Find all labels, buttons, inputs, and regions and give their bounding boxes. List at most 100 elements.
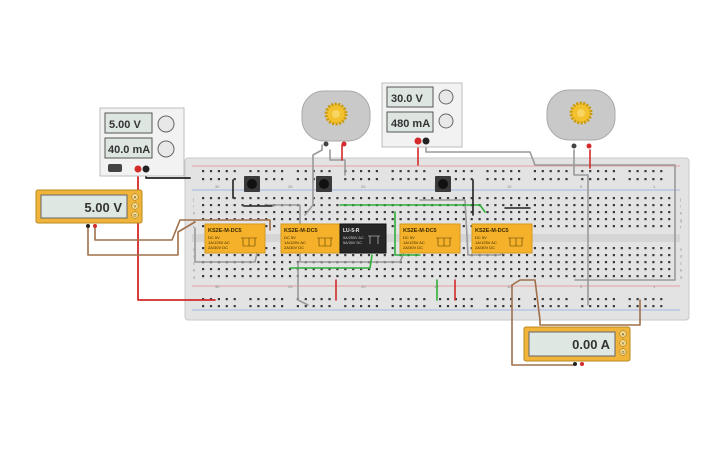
breadboard-hole[interactable] [604,178,608,181]
breadboard-hole[interactable] [217,211,220,214]
breadboard-hole[interactable] [597,211,600,214]
breadboard-hole[interactable] [612,254,615,257]
breadboard-hole[interactable] [304,254,307,257]
breadboard-hole[interactable] [249,170,252,173]
breadboard-hole[interactable] [612,298,615,301]
breadboard-hole[interactable] [281,261,284,264]
breadboard-hole[interactable] [360,254,363,257]
breadboard-hole[interactable] [620,254,623,257]
breadboard-hole[interactable] [644,211,647,214]
breadboard-hole[interactable] [597,261,600,264]
breadboard-hole[interactable] [233,204,236,207]
breadboard-hole[interactable] [612,178,615,181]
breadboard-hole[interactable] [360,275,363,278]
breadboard-hole[interactable] [652,254,655,257]
breadboard-hole[interactable] [257,305,260,308]
breadboard-hole[interactable] [494,178,497,181]
breadboard-hole[interactable] [288,268,292,271]
breadboard-hole[interactable] [288,254,292,257]
breadboard-hole[interactable] [541,305,544,308]
breadboard-hole[interactable] [660,268,663,271]
breadboard-hole[interactable] [636,218,639,221]
breadboard-hole[interactable] [273,211,276,214]
breadboard-hole[interactable] [604,254,608,257]
breadboard-hole[interactable] [589,218,592,221]
wire-gray-psu-right[interactable] [425,144,676,281]
breadboard-hole[interactable] [549,170,552,173]
breadboard-hole[interactable] [399,275,402,278]
breadboard-hole[interactable] [628,178,631,181]
breadboard-hole[interactable] [423,178,426,181]
breadboard-hole[interactable] [636,275,639,278]
breadboard-hole[interactable] [367,178,371,181]
breadboard-hole[interactable] [344,178,347,181]
breadboard-hole[interactable] [525,254,529,257]
breadboard-hole[interactable] [668,247,671,250]
breadboard-hole[interactable] [644,261,647,264]
breadboard-hole[interactable] [549,247,552,250]
breadboard-hole[interactable] [581,275,584,278]
wire-brown-voltmeter-a[interactable] [87,221,196,256]
breadboard-hole[interactable] [352,305,355,308]
breadboard-hole[interactable] [620,268,623,271]
breadboard-hole[interactable] [439,254,442,257]
breadboard-hole[interactable] [478,211,481,214]
breadboard-hole[interactable] [257,268,260,271]
breadboard-hole[interactable] [375,254,378,257]
breadboard-hole[interactable] [233,211,236,214]
breadboard-hole[interactable] [636,305,639,308]
breadboard-hole[interactable] [533,254,536,257]
breadboard-hole[interactable] [265,170,268,173]
breadboard-hole[interactable] [565,170,568,173]
breadboard-hole[interactable] [209,204,213,207]
breadboard-hole[interactable] [423,218,426,221]
breadboard-hole[interactable] [257,298,260,301]
breadboard-hole[interactable] [612,261,615,264]
wire-gray-relay-loop-2[interactable] [264,204,406,263]
breadboard-hole[interactable] [367,298,371,301]
breadboard-hole[interactable] [241,211,244,214]
breadboard-hole[interactable] [636,298,639,301]
breadboard-hole[interactable] [462,178,465,181]
breadboard-hole[interactable] [304,268,307,271]
relay-2[interactable]: KS2E-M-DC5 DC 5V 1A/125V AC 2A/30V DC [280,223,342,254]
breadboard-hole[interactable] [636,204,639,207]
breadboard-hole[interactable] [415,178,418,181]
breadboard-hole[interactable] [360,305,363,308]
breadboard-hole[interactable] [225,275,228,278]
breadboard-hole[interactable] [549,225,552,228]
breadboard-hole[interactable] [407,275,410,278]
breadboard-hole[interactable] [415,298,418,301]
breadboard-hole[interactable] [636,170,639,173]
breadboard-hole[interactable] [668,218,671,221]
breadboard-hole[interactable] [494,268,497,271]
breadboard-hole[interactable] [612,170,615,173]
breadboard-hole[interactable] [202,247,205,250]
breadboard-hole[interactable] [383,275,386,278]
breadboard-hole[interactable] [249,298,252,301]
breadboard-hole[interactable] [549,268,552,271]
breadboard-hole[interactable] [217,218,220,221]
breadboard-hole[interactable] [367,170,371,173]
breadboard-hole[interactable] [533,261,536,264]
breadboard-hole[interactable] [225,170,228,173]
breadboard-hole[interactable] [217,204,220,207]
breadboard-hole[interactable] [652,298,655,301]
breadboard-hole[interactable] [225,305,228,308]
breadboard-hole[interactable] [589,268,592,271]
breadboard-hole[interactable] [494,261,497,264]
breadboard-hole[interactable] [612,211,615,214]
breadboard-hole[interactable] [597,178,600,181]
breadboard-hole[interactable] [281,298,284,301]
breadboard-hole[interactable] [241,254,244,257]
breadboard-hole[interactable] [620,261,623,264]
breadboard-hole[interactable] [557,268,560,271]
breadboard-hole[interactable] [328,170,331,173]
breadboard-hole[interactable] [217,298,220,301]
wire-green-1[interactable] [289,254,373,269]
breadboard-hole[interactable] [470,261,473,264]
breadboard-hole[interactable] [391,268,394,271]
breadboard-hole[interactable] [541,170,544,173]
breadboard-hole[interactable] [549,211,552,214]
wire-green-3[interactable] [394,211,421,256]
